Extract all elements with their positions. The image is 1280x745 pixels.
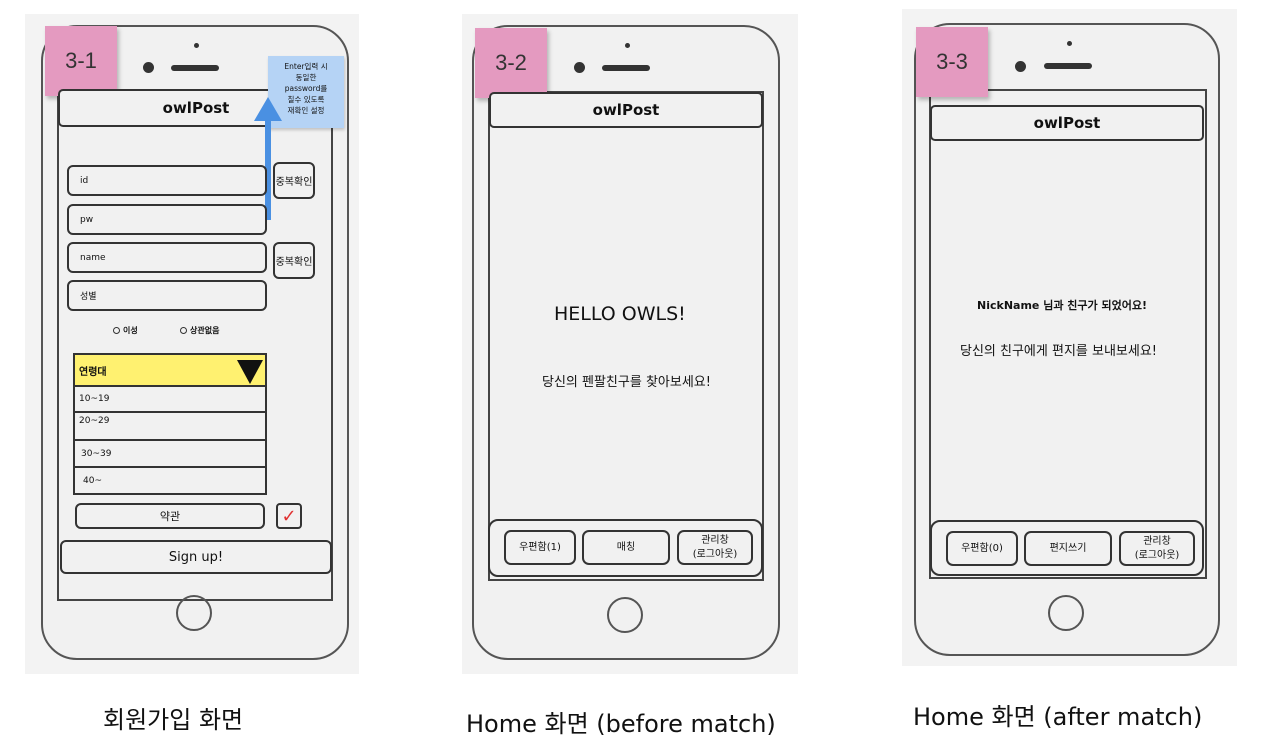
admin-logout-button[interactable]: 관리창 (로그아웃) xyxy=(1119,531,1195,566)
camera-icon xyxy=(1015,61,1026,72)
dropdown-triangle-icon[interactable] xyxy=(237,360,263,384)
note-line: Enter입력 시 xyxy=(284,62,328,71)
admin-label: 관리창 xyxy=(701,534,729,546)
matching-button[interactable]: 매칭 xyxy=(582,530,670,565)
write-letter-subtext: 당신의 친구에게 편지를 보내보세요! xyxy=(960,344,1158,359)
sensor-icon xyxy=(625,43,630,48)
radio-label: 이성 xyxy=(123,326,138,335)
terms-checkbox[interactable]: ✓ xyxy=(276,503,302,529)
age-option[interactable]: 40~ xyxy=(73,468,267,495)
annotation-note: Enter입력 시 동일한 password를 칠수 있도록 재확인 설정 xyxy=(268,56,344,128)
welcome-headline: HELLO OWLS! xyxy=(554,303,686,325)
speaker-icon xyxy=(1044,63,1092,69)
radio-circle-icon xyxy=(113,327,120,334)
note-line: 동일한 xyxy=(295,73,317,82)
screen-caption: Home 화면 (after match) xyxy=(913,703,1203,731)
phone-screen xyxy=(929,89,1207,579)
camera-icon xyxy=(574,62,585,73)
age-dropdown[interactable]: 연령대 10~19 20~29 30~39 40~ xyxy=(73,353,267,495)
camera-icon xyxy=(143,62,154,73)
signup-button[interactable]: Sign up! xyxy=(60,540,332,574)
mailbox-button[interactable]: 우편함(1) xyxy=(504,530,576,565)
sensor-icon xyxy=(194,43,199,48)
logout-label: (로그아웃) xyxy=(692,548,738,560)
name-field[interactable]: name xyxy=(67,242,267,273)
speaker-icon xyxy=(171,65,219,71)
radio-no-preference[interactable]: 상관없음 xyxy=(180,325,219,336)
age-option[interactable]: 10~19 xyxy=(73,387,267,413)
radio-label: 상관없음 xyxy=(190,326,220,335)
radio-opposite-gender[interactable]: 이성 xyxy=(113,325,138,336)
annotation-arrow-icon xyxy=(254,97,282,220)
screen-tag-sticky: 3-3 xyxy=(916,27,988,97)
welcome-subtext: 당신의 펜팔친구를 찾아보세요! xyxy=(542,375,711,390)
name-duplicate-check-button[interactable]: 중복확인 xyxy=(273,242,315,279)
terms-button[interactable]: 약관 xyxy=(75,503,265,529)
id-field[interactable]: id xyxy=(67,165,267,196)
logout-label: (로그아웃) xyxy=(1134,549,1180,561)
age-option[interactable]: 20~29 xyxy=(73,413,267,441)
speaker-icon xyxy=(602,65,650,71)
age-dropdown-selected: 연령대 xyxy=(79,366,107,378)
mailbox-button[interactable]: 우편함(0) xyxy=(946,531,1018,566)
screen-caption: 회원가입 화면 xyxy=(103,706,244,734)
radio-circle-icon xyxy=(180,327,187,334)
age-dropdown-header[interactable]: 연령대 xyxy=(73,353,267,387)
screen-tag-sticky: 3-1 xyxy=(45,26,117,96)
admin-label: 관리창 xyxy=(1143,535,1171,547)
note-line: 재확인 설정 xyxy=(287,106,325,115)
phone-screen xyxy=(488,91,764,581)
note-line: password를 xyxy=(284,84,328,93)
password-field[interactable]: pw xyxy=(67,204,267,235)
gender-field[interactable]: 성별 xyxy=(67,280,267,311)
screen-tag-sticky: 3-2 xyxy=(475,28,547,98)
home-button-icon[interactable] xyxy=(1048,595,1084,631)
admin-logout-button[interactable]: 관리창 (로그아웃) xyxy=(677,530,753,565)
id-duplicate-check-button[interactable]: 중복확인 xyxy=(273,162,315,199)
friend-status-text: NickName 님과 친구가 되었어요! xyxy=(977,297,1147,313)
nickname-label: NickName xyxy=(977,299,1040,312)
sensor-icon xyxy=(1067,41,1072,46)
app-title-bar: owlPost xyxy=(930,105,1204,141)
note-line: 칠수 있도록 xyxy=(287,95,325,104)
write-letter-button[interactable]: 편지쓰기 xyxy=(1024,531,1112,566)
age-option[interactable]: 30~39 xyxy=(73,441,267,468)
home-button-icon[interactable] xyxy=(176,595,212,631)
friend-message: 님과 친구가 되었어요! xyxy=(1039,299,1147,312)
screen-caption: Home 화면 (before match) xyxy=(466,710,776,738)
app-title-bar: owlPost xyxy=(489,92,763,128)
home-button-icon[interactable] xyxy=(607,597,643,633)
